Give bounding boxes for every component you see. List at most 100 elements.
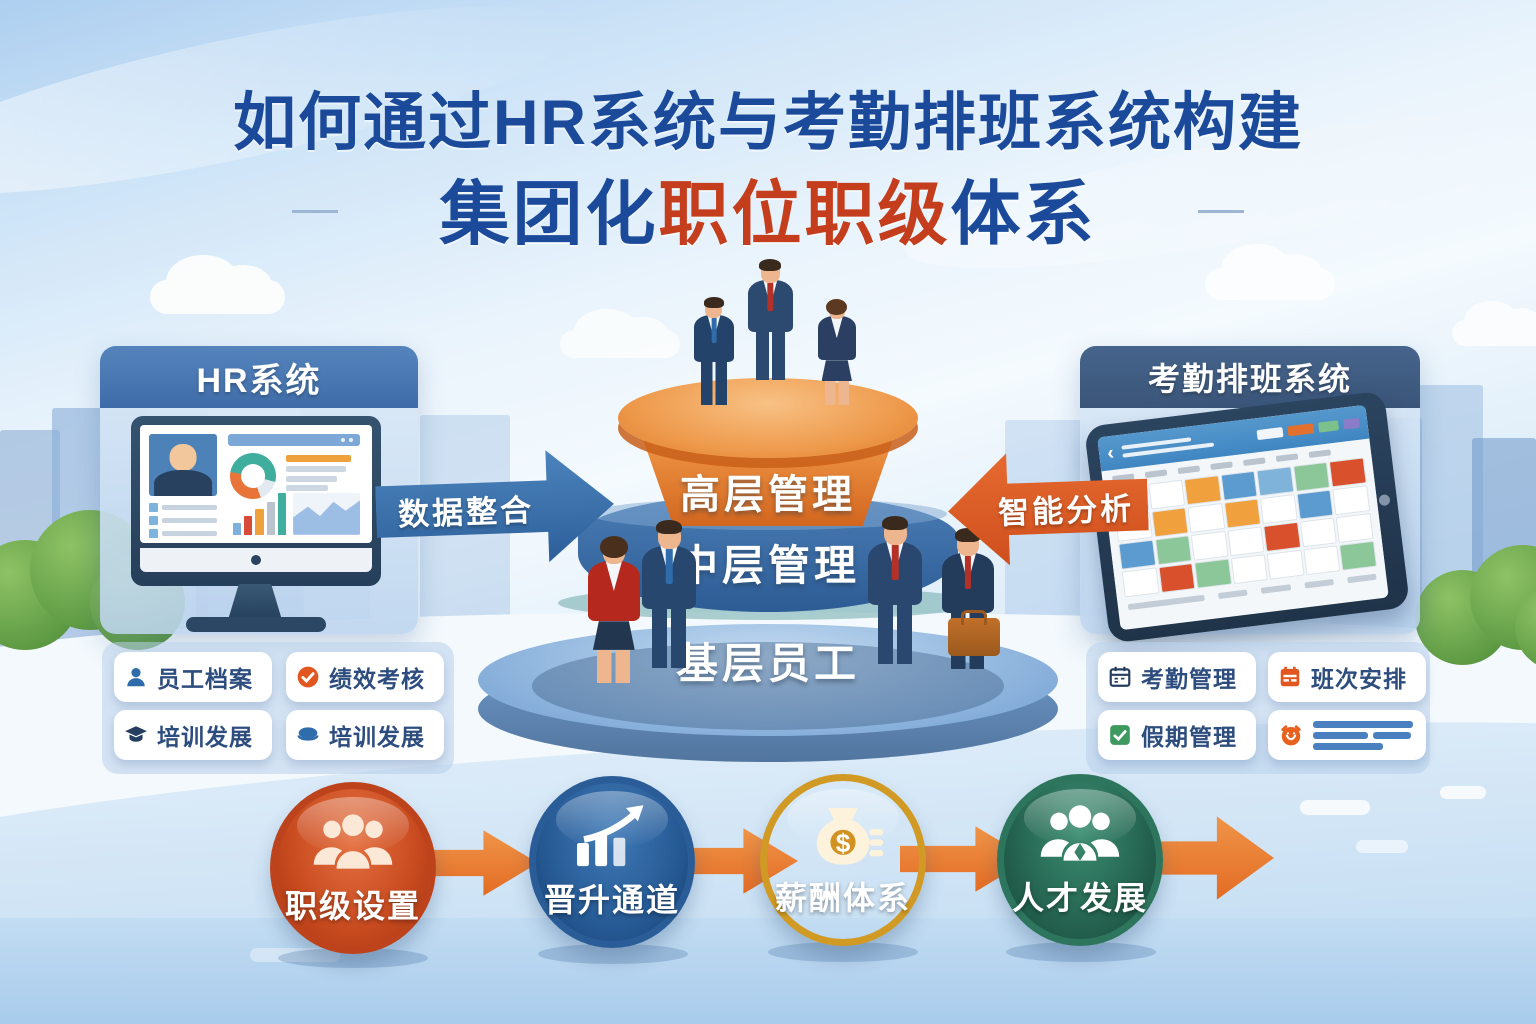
- hr-dashboard-monitor: [131, 416, 381, 586]
- speed-line: [1440, 786, 1486, 799]
- figure-torso: [694, 315, 734, 363]
- legend-white: [1256, 427, 1284, 441]
- chip-label: 班次安排: [1311, 666, 1407, 692]
- monitor-chin: [140, 548, 372, 572]
- legend-green: [1318, 420, 1340, 433]
- title-highlight: 职位职级: [658, 175, 951, 253]
- step-label: 晋升通道: [543, 882, 680, 918]
- calendar-cell: [1263, 521, 1301, 552]
- chip-attendance-management: 考勤管理: [1098, 652, 1256, 702]
- tier-label-base: 基层员工: [675, 640, 860, 687]
- speed-line: [1300, 800, 1370, 815]
- calendar-cell: [1230, 554, 1269, 585]
- profile-list: [149, 502, 217, 538]
- figure-legs: [756, 331, 785, 381]
- calendar-cell: [1339, 540, 1378, 571]
- cloud: [150, 254, 285, 314]
- calendar-cell: [1336, 512, 1374, 543]
- step-shadow: [1006, 942, 1156, 962]
- chip-label: 绩效考核: [329, 666, 425, 692]
- dashboard-header-bar: [228, 434, 361, 447]
- figure-head: [881, 516, 909, 545]
- monitor-screen: [140, 425, 372, 543]
- figure-head: [826, 299, 848, 320]
- team-icon: [313, 814, 393, 869]
- chip-training-development-2: 培训发展: [286, 710, 444, 760]
- figure-legs: [877, 605, 913, 664]
- figure-head: [655, 520, 683, 549]
- cloud: [1205, 244, 1335, 300]
- calendar-cell: [1260, 494, 1298, 525]
- figure-legs: [651, 609, 687, 668]
- calendar-cell: [1151, 507, 1189, 538]
- calendar-cell: [1194, 558, 1232, 589]
- bush: [1415, 540, 1536, 680]
- calendar-cell: [1184, 475, 1222, 506]
- ground-deep: [0, 918, 1536, 1024]
- step-talent-development: 人才发展: [997, 774, 1163, 946]
- calendar-cell: [1158, 563, 1196, 594]
- placeholder-text-lines: [1313, 720, 1416, 750]
- figure-legs: [701, 362, 727, 406]
- main-title-line2: 集团化职位职级体系: [0, 158, 1536, 259]
- calendar-cell: [1329, 457, 1367, 488]
- step-label: 人才发展: [1011, 880, 1148, 916]
- wave-highlight: [250, 948, 340, 962]
- stat-line: [286, 466, 347, 473]
- calendar-cell: [1292, 461, 1331, 492]
- chip-training-development: 培训发展: [114, 710, 272, 760]
- figure-torso: [818, 316, 856, 361]
- calendar-cell: [1266, 549, 1305, 580]
- calendar-cell: [1187, 502, 1225, 533]
- cloud: [560, 309, 680, 358]
- donut-chart: [230, 453, 277, 500]
- legend-purple: [1342, 417, 1360, 430]
- chip-employee-records: 员工档案: [114, 652, 272, 702]
- figure-legs: [824, 381, 849, 406]
- step-promotion-path: 晋升通道: [529, 776, 695, 948]
- figure-torso: [588, 560, 640, 622]
- person-figure: [942, 528, 994, 670]
- chip-label: 员工档案: [157, 666, 253, 692]
- cap-icon: [297, 727, 319, 741]
- chip-label: 考勤管理: [1141, 666, 1237, 692]
- tier-label-top: 高层管理: [680, 473, 856, 517]
- legend-orange: [1287, 423, 1315, 437]
- figure-legs: [597, 649, 631, 683]
- calendar-cell: [1118, 539, 1156, 570]
- svg-text:$: $: [836, 828, 851, 858]
- figure-torso: [642, 545, 697, 610]
- calendar-title-lines: [1121, 435, 1214, 458]
- figure-torso: [748, 279, 793, 332]
- cloud: [1452, 300, 1536, 346]
- stat-line: [286, 485, 328, 492]
- chip-label: 培训发展: [157, 724, 253, 750]
- tier-label-middle: 中层管理: [675, 542, 860, 589]
- calendar-cell: [1121, 567, 1160, 598]
- figure-head: [759, 258, 782, 283]
- calendar-cell: [1256, 466, 1295, 497]
- calendar-cell: [1223, 498, 1262, 529]
- calendar-cell: [1227, 526, 1265, 557]
- monitor-stand: [228, 584, 282, 620]
- figure-torso: [942, 552, 994, 614]
- graduation-cap-icon: [125, 726, 147, 742]
- alarm-icon: [1281, 725, 1301, 746]
- figure-skirt: [592, 621, 635, 650]
- calendar-cell: [1190, 530, 1229, 561]
- step-shadow: [768, 942, 918, 962]
- user-icon: [127, 668, 145, 687]
- title-dash-right: [1198, 210, 1244, 213]
- calendar-cell: [1299, 517, 1338, 548]
- figure-head: [704, 297, 724, 319]
- figure-torso: [868, 541, 923, 606]
- chip-shift-arrangement: 班次安排: [1268, 652, 1426, 702]
- title-suffix: 体系: [950, 175, 1097, 253]
- monitor-base: [186, 617, 326, 632]
- person-figure: [694, 297, 734, 406]
- main-title-line1: 如何通过HR系统与考勤排班系统构建: [233, 88, 1303, 158]
- leave-check-icon: [1110, 725, 1130, 745]
- calendar-cell: [1147, 479, 1186, 510]
- step-label: 薪酬体系: [774, 880, 911, 916]
